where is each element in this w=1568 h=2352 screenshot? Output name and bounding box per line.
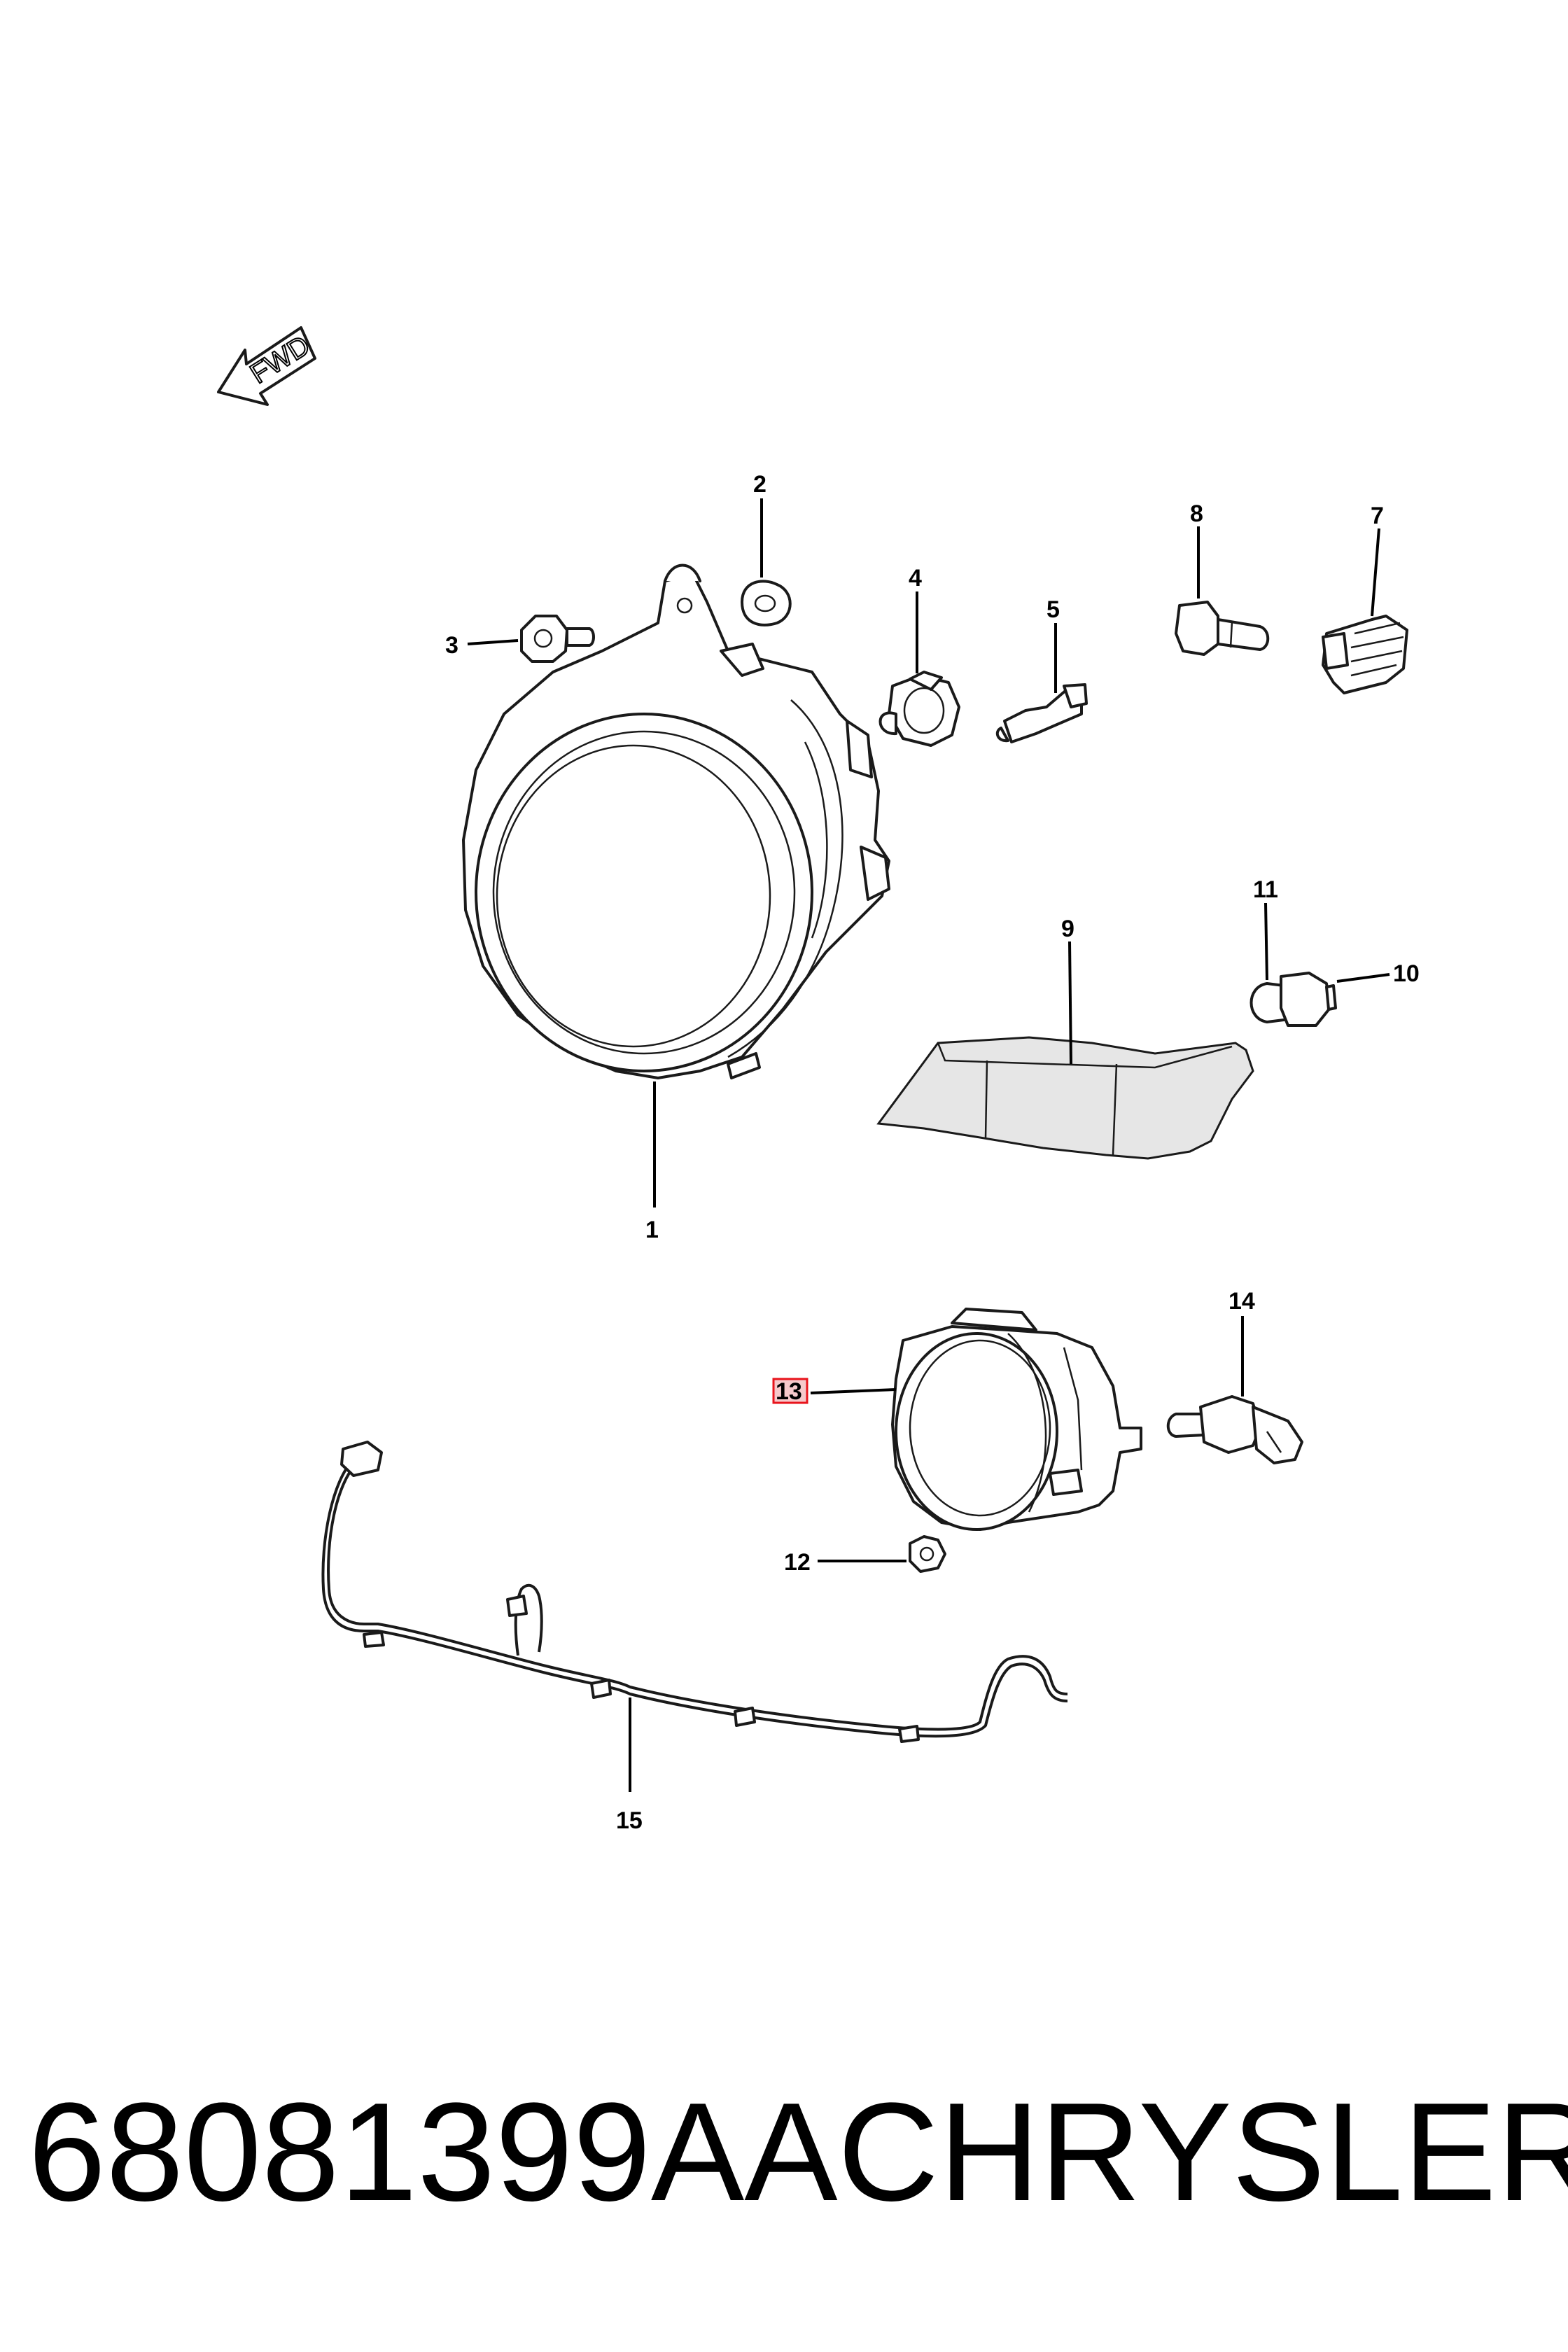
footer: 68081399AA CHRYSLER <box>28 2065 1568 2240</box>
callout-11: 11 <box>1253 876 1278 903</box>
callout-14: 14 <box>1228 1288 1255 1315</box>
callout-13-highlight <box>772 1378 808 1404</box>
side-marker-lamp <box>1322 615 1408 694</box>
socket-bulb <box>995 683 1088 743</box>
leader-9 <box>1068 941 1072 1065</box>
callout-10: 10 <box>1393 960 1420 987</box>
fwd-arrow-icon: FWD <box>217 326 316 406</box>
brand-name: CHRYSLER <box>837 2074 1568 2230</box>
leader-7 <box>1371 528 1380 617</box>
callout-9: 9 <box>1061 916 1074 942</box>
washer <box>741 580 792 626</box>
wiring-harness <box>321 1441 1068 1743</box>
park-lamp-lens <box>876 1036 1254 1160</box>
headlamp-bulb <box>878 671 960 747</box>
park-lamp-bulb <box>1250 972 1337 1027</box>
callout-15: 15 <box>616 1807 643 1834</box>
callout-8: 8 <box>1190 500 1203 527</box>
bulb-socket <box>1175 601 1270 656</box>
fog-lamp <box>891 1308 1142 1531</box>
leader-10 <box>1336 973 1390 983</box>
headlamp-assembly <box>462 564 890 1079</box>
callout-13: 13 <box>776 1378 802 1405</box>
callout-3: 3 <box>445 632 458 659</box>
fog-lamp-bulb <box>1166 1395 1303 1464</box>
callout-4: 4 <box>909 565 922 592</box>
callout-7: 7 <box>1371 503 1384 529</box>
callout-5: 5 <box>1046 596 1060 623</box>
leader-13 <box>810 1388 897 1394</box>
screw <box>520 615 595 663</box>
callout-12: 12 <box>784 1549 811 1576</box>
part-number: 68081399AA <box>28 2074 838 2230</box>
fog-lamp-screw <box>909 1535 946 1573</box>
leader-11 <box>1264 902 1268 981</box>
callout-2: 2 <box>753 471 766 498</box>
leader-3 <box>467 639 519 645</box>
callout-1: 1 <box>645 1217 659 1243</box>
